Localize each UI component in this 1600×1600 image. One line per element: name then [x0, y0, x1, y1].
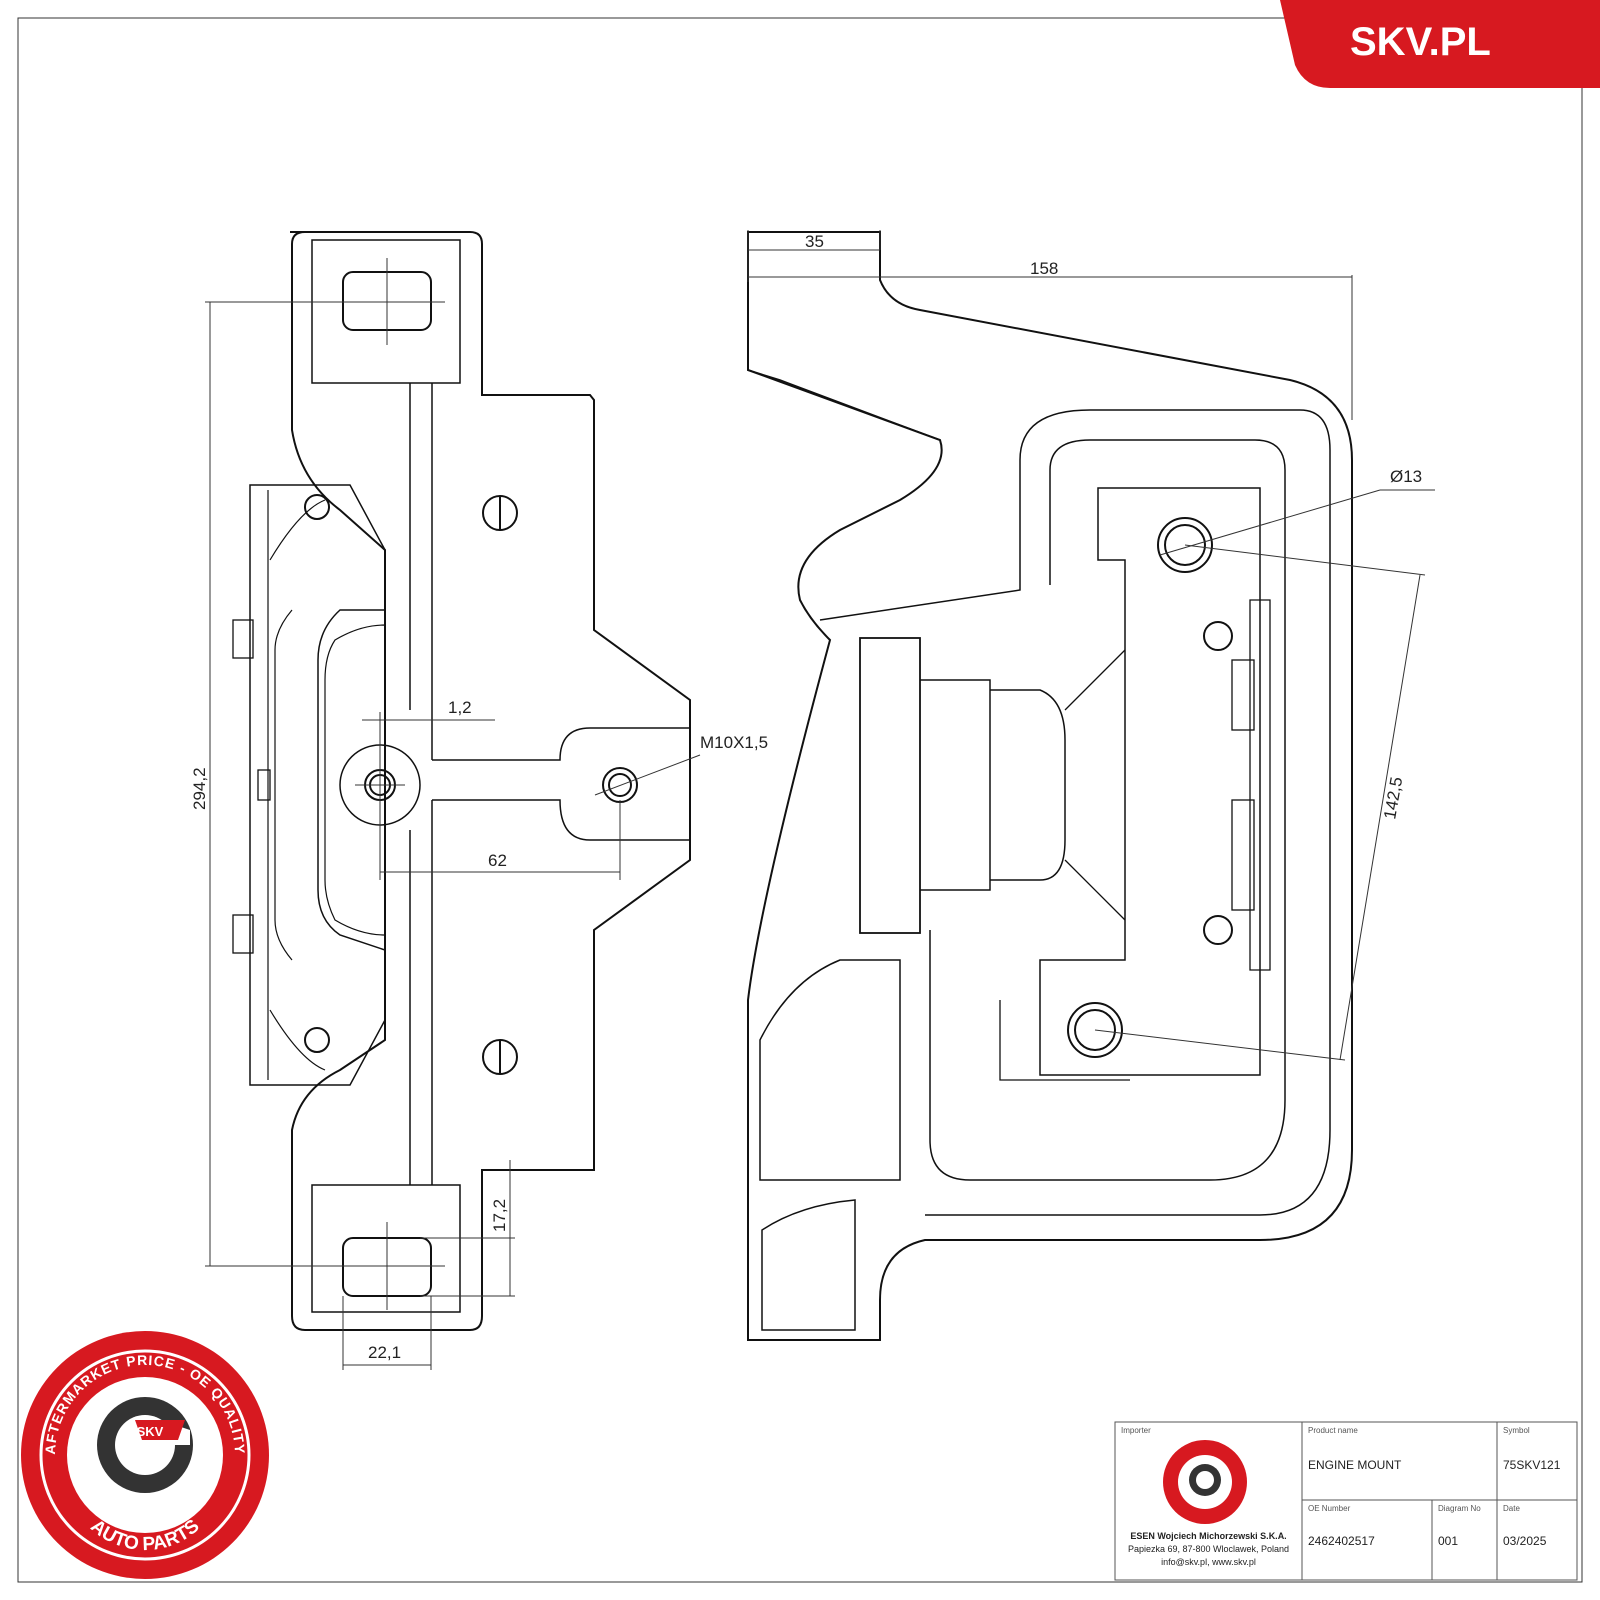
front-dimensions: [205, 258, 701, 1370]
product-label: Product name: [1308, 1426, 1358, 1435]
diagram-cell: Diagram No 001: [1432, 1500, 1497, 1580]
importer-cell: Importer ESEN Wojciech Michorzewski S.K.…: [1115, 1422, 1302, 1580]
side-view: [747, 231, 1353, 1341]
front-view: [232, 231, 691, 1331]
brand-banner: [1280, 0, 1600, 88]
side-outline: [747, 231, 1353, 1341]
importer-label: Importer: [1121, 1426, 1151, 1435]
importer-contact: info@skv.pl, www.skv.pl: [1161, 1557, 1256, 1567]
drawing-frame: [17, 17, 1583, 1583]
product-value: ENGINE MOUNT: [1308, 1458, 1402, 1472]
dim-thread: M10X1,5: [700, 733, 768, 752]
symbol-cell: Symbol 75SKV121: [1497, 1422, 1577, 1500]
dim-1-2: 1,2: [448, 698, 472, 717]
dim-22-1: 22,1: [368, 1343, 401, 1362]
date-label: Date: [1503, 1504, 1520, 1513]
dim-17-2: 17,2: [490, 1199, 509, 1232]
dim-35: 35: [805, 232, 824, 251]
diagram-label: Diagram No: [1438, 1504, 1481, 1513]
product-cell: Product name ENGINE MOUNT: [1302, 1422, 1497, 1500]
diagram-value: 001: [1438, 1534, 1459, 1548]
dim-142-5: 142,5: [1380, 775, 1406, 820]
left-flange: [249, 484, 386, 1086]
symbol-value: 75SKV121: [1503, 1458, 1561, 1472]
brand-logo-text: SKV.PL: [1350, 20, 1491, 64]
importer-address: Papiezka 69, 87-800 Wloclawek, Poland: [1127, 1544, 1290, 1554]
side-dimensions: [747, 230, 1435, 1061]
dim-158: 158: [1030, 259, 1058, 278]
bracket-outline: [290, 231, 691, 1331]
dim-62: 62: [488, 851, 507, 870]
dim-hole: Ø13: [1390, 467, 1422, 486]
symbol-label: Symbol: [1503, 1426, 1530, 1435]
seal-center-text: SKV: [137, 1424, 164, 1439]
dim-294-2: 294,2: [190, 767, 209, 810]
title-block-seal: [1163, 1440, 1247, 1524]
date-value: 03/2025: [1503, 1534, 1547, 1548]
oe-value: 2462402517: [1308, 1534, 1375, 1548]
oe-label: OE Number: [1308, 1504, 1351, 1513]
oe-cell: OE Number 2462402517: [1302, 1500, 1432, 1580]
date-cell: Date 03/2025: [1497, 1500, 1577, 1580]
importer-name: ESEN Wojciech Michorzewski S.K.A.: [1130, 1531, 1287, 1541]
seal-logo: AFTERMARKET PRICE - OE QUALITY AUTO PART…: [21, 1331, 269, 1579]
